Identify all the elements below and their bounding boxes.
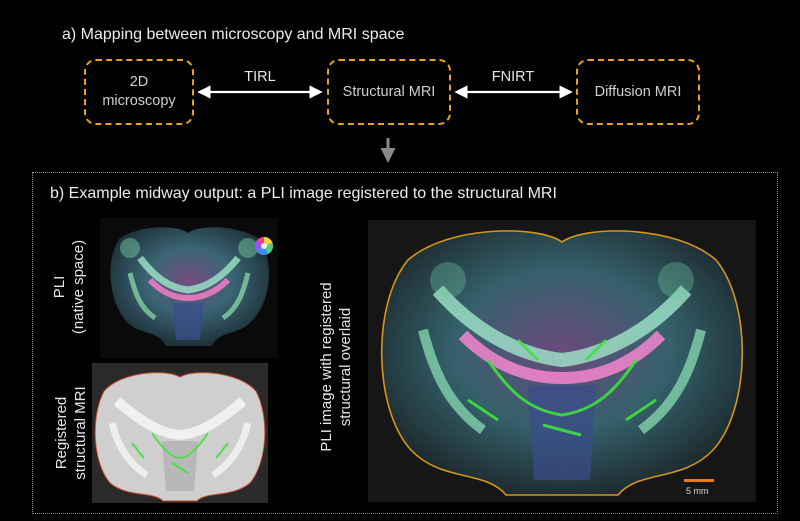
color-wheel-icon: [254, 236, 273, 255]
scale-bar: [684, 479, 714, 482]
label-registered-mri: Registered structural MRI: [53, 386, 89, 480]
node-diffusion-mri: Diffusion MRI: [576, 59, 700, 125]
node-2d-microscopy: 2D microscopy: [84, 59, 194, 125]
edge-label-tirl: TIRL: [244, 69, 276, 85]
label-pli-overlay: PLI image with registered structural ove…: [318, 282, 354, 452]
node-diffusion-mri-label: Diffusion MRI: [594, 83, 682, 100]
pli-overlay-image: [368, 220, 756, 502]
node-structural-mri-label: Structural MRI: [342, 83, 436, 100]
label-pli-native: PLI (native space): [51, 239, 87, 335]
pli-native-image: [100, 218, 278, 358]
edge-label-fnirt: FNIRT: [491, 69, 535, 85]
section-b-title: b) Example midway output: a PLI image re…: [50, 185, 557, 202]
node-2d-microscopy-line2: microscopy: [102, 93, 176, 109]
registered-mri-image: [92, 363, 268, 503]
scale-bar-label: 5 mm: [686, 486, 709, 496]
node-2d-microscopy-line1: 2D: [129, 74, 149, 90]
section-b-frame: [32, 172, 778, 514]
node-structural-mri: Structural MRI: [327, 59, 451, 125]
section-a-title: a) Mapping between microscopy and MRI sp…: [62, 26, 405, 43]
